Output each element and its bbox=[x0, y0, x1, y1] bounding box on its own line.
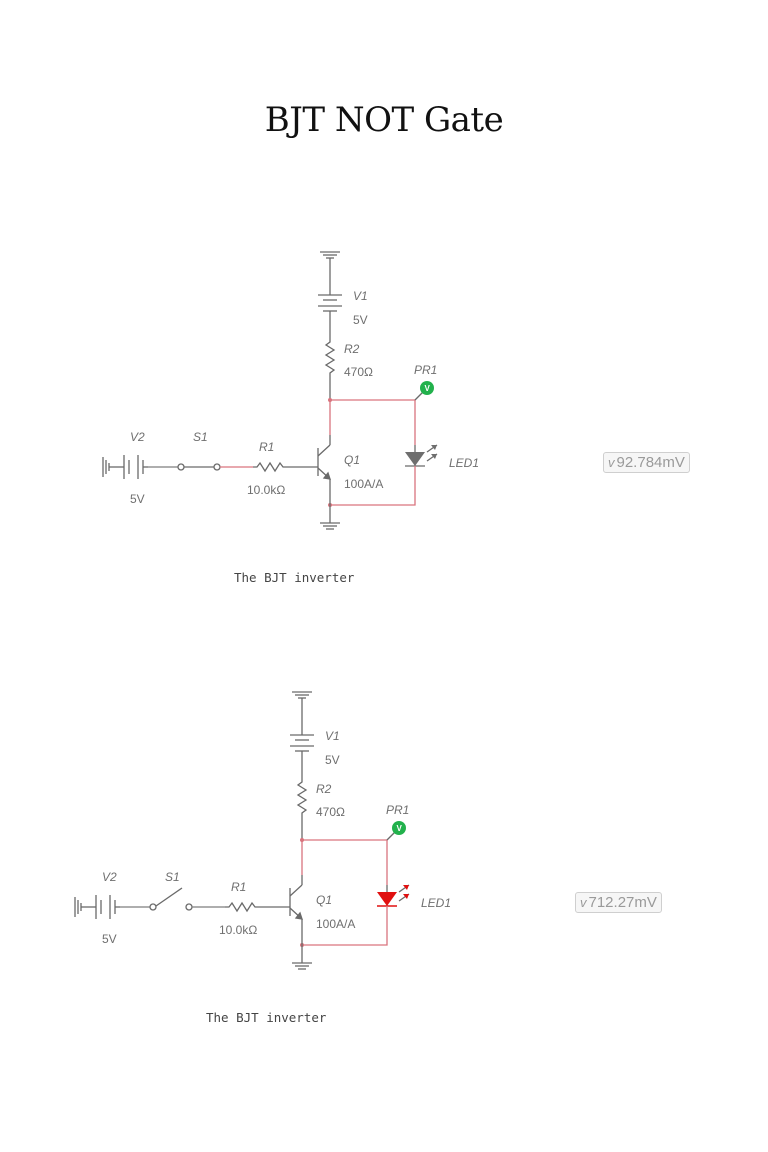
transistor-q1-icon[interactable] bbox=[289, 875, 303, 945]
ground-top-icon bbox=[292, 691, 312, 732]
readout-value: 712.27mV bbox=[588, 894, 657, 911]
r2-name: R2 bbox=[344, 342, 360, 356]
r2-value: 470Ω bbox=[344, 365, 373, 379]
r2-value: 470Ω bbox=[316, 805, 345, 819]
r1-name: R1 bbox=[231, 880, 246, 894]
resistor-r1-icon[interactable] bbox=[253, 461, 318, 473]
led1-name: LED1 bbox=[421, 896, 451, 910]
readout-value: 92.784mV bbox=[616, 454, 685, 471]
ground-bottom-icon bbox=[320, 505, 340, 530]
switch-s1-icon[interactable] bbox=[177, 463, 221, 471]
probe-letter: V bbox=[425, 384, 431, 393]
ground-left-icon bbox=[102, 457, 124, 477]
resistor-r2-icon[interactable] bbox=[324, 335, 336, 400]
v2-value: 5V bbox=[130, 492, 145, 506]
r1-value: 10.0kΩ bbox=[247, 483, 285, 497]
v1-name: V1 bbox=[325, 729, 340, 743]
collector-wire bbox=[302, 839, 388, 885]
schematic-1: V1 5V R2 470Ω V PR1 LED1 bbox=[102, 251, 479, 530]
transistor-q1-icon[interactable] bbox=[317, 435, 331, 505]
q1-name: Q1 bbox=[316, 893, 332, 907]
circuit-caption: The BJT inverter bbox=[234, 570, 355, 585]
resistor-r1-icon[interactable] bbox=[225, 901, 290, 913]
battery-v2-icon[interactable] bbox=[123, 455, 148, 479]
v1-name: V1 bbox=[353, 289, 368, 303]
r1-value: 10.0kΩ bbox=[219, 923, 257, 937]
circuit-switch-open: V1 5V R2 470Ω V PR1 LE bbox=[0, 680, 768, 1080]
probe-pr1-icon[interactable] bbox=[420, 381, 434, 395]
s1-name: S1 bbox=[193, 430, 208, 444]
led-return-wire bbox=[302, 906, 388, 946]
circuit-caption: The BJT inverter bbox=[206, 1010, 327, 1025]
readout-unit-symbol: v bbox=[580, 895, 587, 910]
probe-pr1-icon[interactable] bbox=[392, 821, 406, 835]
circuit-switch-closed: V1 5V R2 470Ω V PR1 LED1 bbox=[0, 240, 768, 640]
v2-value: 5V bbox=[102, 932, 117, 946]
schematic-2: V1 5V R2 470Ω V PR1 LE bbox=[74, 691, 451, 970]
v2-name: V2 bbox=[130, 430, 145, 444]
s1-name: S1 bbox=[165, 870, 180, 884]
probe-letter: V bbox=[397, 824, 403, 833]
battery-v1-icon[interactable] bbox=[290, 732, 314, 775]
v2-name: V2 bbox=[102, 870, 117, 884]
ground-bottom-icon bbox=[292, 945, 312, 970]
ground-top-icon bbox=[320, 251, 340, 292]
v1-value: 5V bbox=[325, 753, 340, 767]
q1-value: 100A/A bbox=[316, 917, 355, 931]
switch-s1-icon[interactable] bbox=[149, 887, 193, 911]
led1-on-icon bbox=[377, 884, 410, 907]
led1-name: LED1 bbox=[449, 456, 479, 470]
q1-name: Q1 bbox=[344, 453, 360, 467]
resistor-r2-icon[interactable] bbox=[296, 775, 308, 840]
pr1-name: PR1 bbox=[386, 803, 409, 817]
led-return-wire bbox=[330, 466, 416, 506]
q1-value: 100A/A bbox=[344, 477, 383, 491]
pr1-name: PR1 bbox=[414, 363, 437, 377]
battery-v2-icon[interactable] bbox=[95, 895, 120, 919]
v1-value: 5V bbox=[353, 313, 368, 327]
ground-left-icon bbox=[74, 897, 96, 917]
page-title: BJT NOT Gate bbox=[264, 100, 504, 140]
led1-off-icon bbox=[405, 444, 438, 467]
r2-name: R2 bbox=[316, 782, 332, 796]
r1-name: R1 bbox=[259, 440, 274, 454]
collector-wire bbox=[330, 399, 416, 445]
readout-unit-symbol: v bbox=[608, 455, 615, 470]
battery-v1-icon[interactable] bbox=[318, 292, 342, 335]
